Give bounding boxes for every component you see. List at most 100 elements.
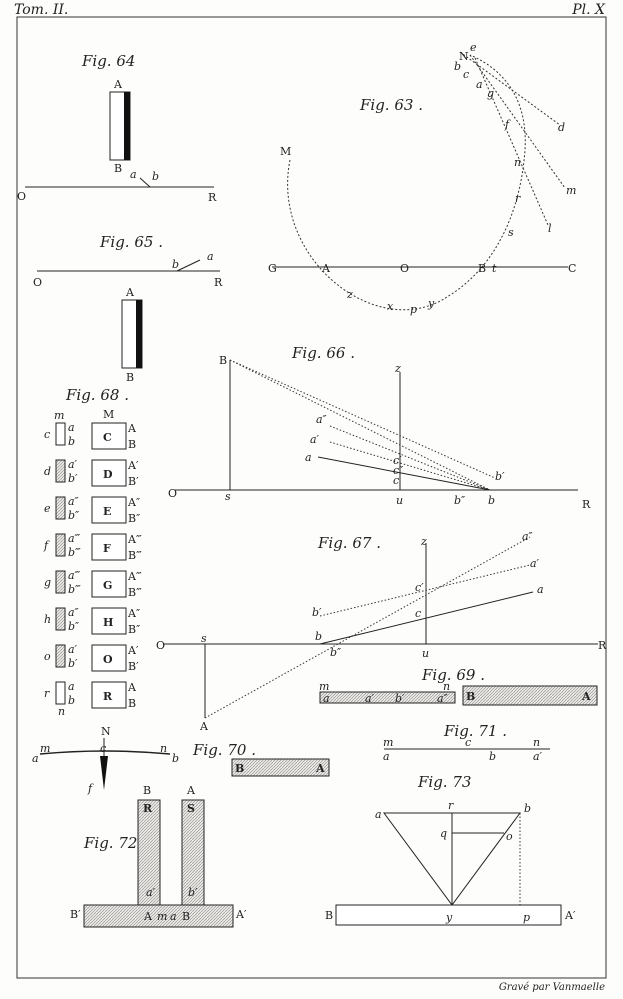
fig67-label: a (537, 583, 544, 596)
fig72-label: A (143, 910, 153, 923)
fig73-label: A′ (564, 909, 576, 922)
fig68-left-label: b (68, 694, 75, 707)
fig67-title: Fig. 67 . (317, 534, 381, 552)
fig68-left-label: a‴ (68, 532, 81, 545)
fig66-label: b″ (454, 494, 466, 507)
fig63-label: G (268, 262, 277, 275)
fig69-label: n (443, 680, 450, 693)
fig68-box-top: A″ (127, 496, 140, 509)
fig68-small-bar (55, 496, 66, 520)
fig66-label: B (219, 354, 227, 367)
fig68-box (91, 459, 127, 487)
fig68-box-bottom: B′ (128, 660, 139, 673)
fig68-left-label: m (54, 409, 64, 422)
fig68-box-letter: D (103, 468, 113, 481)
fig63-label: g (487, 87, 494, 100)
fig65-label: R (214, 276, 223, 289)
fig69-label: a′ (365, 692, 375, 705)
fig68-small-bar (55, 533, 66, 557)
fig68-box-bottom: B (128, 438, 136, 451)
fig68-box (91, 681, 127, 709)
fig68-box-top: A (127, 422, 137, 435)
fig71-title: Fig. 71 . (443, 722, 507, 740)
fig68-box-bottom: B′ (128, 475, 139, 488)
fig68-left-label: g (44, 576, 51, 589)
fig68-small-bar (55, 681, 66, 705)
fig68-box (91, 570, 127, 598)
fig66-label: a″ (316, 413, 328, 426)
fig68-left-label: b‴ (68, 583, 81, 596)
fig66-label: O (168, 487, 177, 500)
fig67-label: u (422, 647, 429, 660)
fig64-label: A (113, 78, 123, 91)
fig67-label: A (199, 720, 209, 733)
fig63-label: m (566, 184, 576, 197)
fig69-label: B (466, 690, 475, 703)
fig68-balance-label: N (101, 725, 111, 738)
fig63-label: l (548, 222, 552, 235)
figure-71: Fig. 71 . m a c b n a′ (383, 722, 550, 763)
fig68-left-label: h (44, 613, 51, 626)
fig68-box-letter: E (103, 505, 111, 518)
fig63-label: O (400, 262, 409, 275)
fig68-left-label: d (44, 465, 51, 478)
fig67-label: s (201, 632, 207, 645)
fig65-label: b (172, 258, 179, 271)
fig68-box-top: A (127, 681, 137, 694)
fig70-title: Fig. 70 . (192, 741, 256, 759)
fig66-label: a′ (310, 433, 320, 446)
fig68-box-bottom: B″ (128, 512, 140, 525)
fig73-label: a (375, 808, 382, 821)
fig68-box-letter: O (103, 653, 113, 666)
fig68-left-label: b (68, 435, 75, 448)
fig68-box-letter: H (103, 616, 113, 629)
fig73-label: r (448, 799, 454, 812)
fig63-label: f (504, 118, 511, 131)
fig68-small-bar (55, 422, 66, 446)
fig68-balance-label: c (100, 742, 106, 755)
figure-67: Fig. 67 . z a″ a′ a c′ c b′ b b″ u O s R… (156, 530, 607, 733)
fig72-label: A (186, 784, 196, 797)
fig67-label: b′ (312, 606, 322, 619)
fig66-title: Fig. 66 . (291, 344, 355, 362)
fig71-label: b (489, 750, 496, 763)
fig72-label: m (157, 910, 167, 923)
fig67-label: R (598, 639, 607, 652)
fig68-box (91, 496, 127, 524)
fig68-title: Fig. 68 . (65, 386, 129, 404)
fig66-label: b′ (495, 470, 505, 483)
fig68-left-label: a (68, 680, 75, 693)
fig73-label: y (445, 911, 453, 924)
fig63-label: y (427, 297, 435, 310)
figure-73: Fig. 73 a r b q o B y p A′ (325, 773, 576, 926)
fig68-balance-label: m (40, 742, 50, 755)
fig69-label: A (581, 690, 591, 703)
fig67-label: O (156, 639, 165, 652)
fig68-left-label: b′ (68, 472, 78, 485)
fig63-label: s (508, 226, 514, 239)
fig64-label: a (130, 168, 137, 181)
fig72-label: B (143, 784, 151, 797)
fig63-label: r (515, 192, 521, 205)
fig66-label: c (393, 474, 399, 487)
figure-70: Fig. 70 . B A (192, 741, 330, 777)
fig63-label: M (280, 145, 291, 158)
fig66-label: b (488, 494, 495, 507)
fig72-label: A′ (235, 908, 247, 921)
fig69-label: b′ (395, 692, 405, 705)
fig68-box-letter: F (103, 542, 111, 555)
fig63-label: c (463, 68, 469, 81)
fig71-label: a′ (533, 750, 543, 763)
fig68-small-bar (55, 644, 66, 668)
fig67-label: b″ (330, 646, 342, 659)
fig72-label: b′ (188, 886, 198, 899)
fig68-small-bar (55, 459, 66, 483)
fig72-title: Fig. 72 . (83, 834, 147, 852)
figure-72: Fig. 72 . B A R S a′ b′ B′ A m a B A′ (70, 784, 247, 928)
fig68-box-bottom: B‴ (128, 586, 142, 599)
fig68-box-bottom: B (128, 697, 136, 710)
fig69-title: Fig. 69 . (421, 666, 485, 684)
figure-66: Fig. 66 . B z a″ a′ a c′ c″ c b′ u b″ b … (168, 344, 591, 511)
fig68-left-label: b″ (68, 509, 80, 522)
